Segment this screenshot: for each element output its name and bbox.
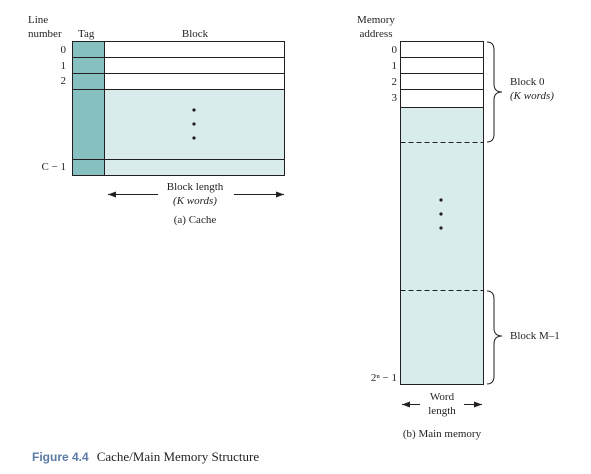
block-length-label-1: Block length xyxy=(166,181,224,193)
word-length-label-1: Word xyxy=(429,391,455,403)
memory-address-label-0: 0 xyxy=(391,44,398,56)
cache-caption: (a) Cache xyxy=(173,214,217,226)
block-header: Block xyxy=(181,28,209,40)
cache-ellipsis-dot-2 xyxy=(192,122,196,126)
line-number-header-1: Line xyxy=(28,14,49,26)
cache-ellipsis-dot-3 xyxy=(192,136,196,140)
figure-number: Figure 4.4 xyxy=(32,450,89,464)
memory-ellipsis-dot-1 xyxy=(439,198,443,202)
cache-block-area xyxy=(104,89,285,176)
block-length-label-2: (K words) xyxy=(173,195,217,207)
cache-tag-column xyxy=(72,41,104,176)
memory-shaded-area xyxy=(400,107,484,385)
cache-line-label-2: 2 xyxy=(60,75,67,87)
block0-label-2: (K words) xyxy=(510,90,554,102)
memory-address-header-1: Memory xyxy=(357,14,395,26)
block0-label-1: Block 0 xyxy=(510,76,545,88)
memory-ellipsis-dot-3 xyxy=(439,226,443,230)
memory-address-header-2: address xyxy=(359,28,393,40)
tag-header: Tag xyxy=(78,28,95,40)
cache-line-label-0: 0 xyxy=(60,44,67,56)
cache-outline xyxy=(72,41,285,176)
figure-title: Cache/Main Memory Structure xyxy=(96,449,260,464)
block0-brace xyxy=(486,41,503,143)
cache-ellipsis-dot-1 xyxy=(192,108,196,112)
blockM-brace xyxy=(486,290,503,385)
word-length-label-2: length xyxy=(428,405,456,417)
memory-ellipsis-dot-2 xyxy=(439,212,443,216)
figure-caption: Figure 4.4 Cache/Main Memory Structure xyxy=(32,449,259,465)
blockM-label: Block M–1 xyxy=(510,330,560,342)
memory-address-label-2: 2 xyxy=(391,76,398,88)
memory-outline xyxy=(400,41,484,385)
memory-last-address: 2ⁿ − 1 xyxy=(370,372,397,384)
cache-line-label-last: C − 1 xyxy=(41,161,66,173)
main-memory-caption: (b) Main memory xyxy=(402,428,482,440)
memory-address-label-3: 3 xyxy=(391,92,398,104)
cache-line-label-1: 1 xyxy=(60,60,67,72)
line-number-header-2: number xyxy=(28,28,62,40)
memory-address-label-1: 1 xyxy=(391,60,398,72)
